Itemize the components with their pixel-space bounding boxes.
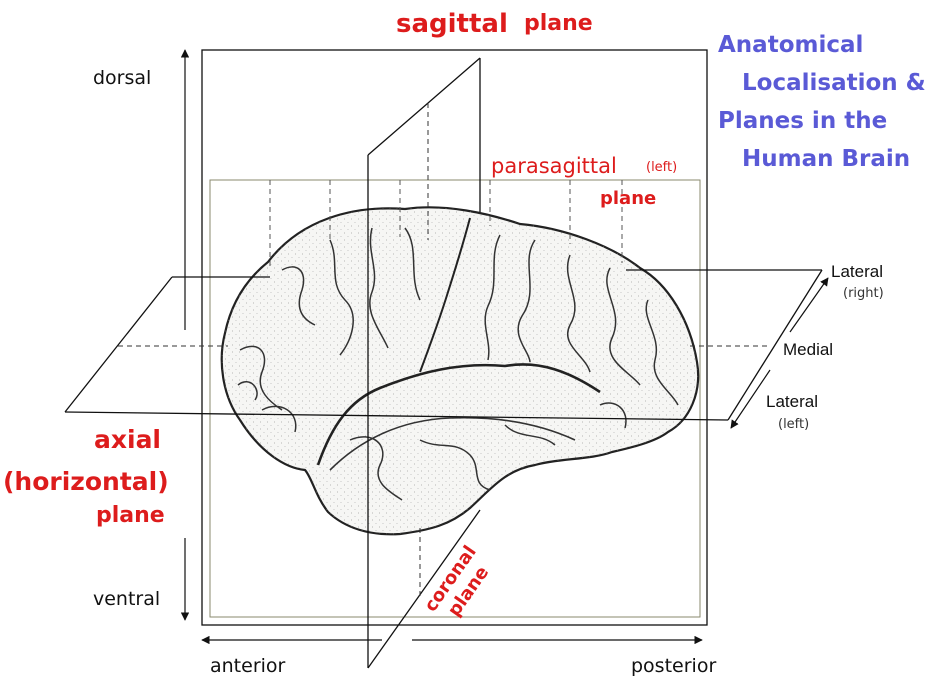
title-line-4: Human Brain <box>742 146 911 172</box>
temporal-lobe-edge <box>329 416 576 471</box>
lateral-right-label: Lateral <box>831 262 883 281</box>
central-sulcus <box>419 217 471 373</box>
coronal-frame <box>201 49 708 626</box>
sagittal-plane <box>367 57 481 669</box>
axial-plane-word: plane <box>96 503 165 528</box>
brain-lateral-view <box>220 206 700 536</box>
axial-plane <box>64 269 823 421</box>
lateral-right-arrow <box>789 277 829 333</box>
dorsal-label: dorsal <box>93 67 152 89</box>
parasagittal-plane-frame <box>209 179 701 618</box>
gyri <box>237 227 679 501</box>
parasagittal-word: parasagittal <box>491 154 617 178</box>
sagittal-word: sagittal <box>396 9 508 39</box>
lateral-left-side: (left) <box>778 417 810 432</box>
sagittal-plane-word: plane <box>524 11 593 36</box>
title-line-3: Planes in the <box>718 108 888 134</box>
title-line-2: Localisation & <box>742 70 926 96</box>
medial-label: Medial <box>783 340 834 359</box>
lateral-left-label: Lateral <box>766 392 818 411</box>
lateral-left-arrow <box>730 369 771 429</box>
coronal-plane-label: coronal plane <box>420 542 493 621</box>
horizontal-word: (horizontal) <box>3 467 169 496</box>
parasagittal-side: (left) <box>646 160 678 175</box>
lateral-right-side: (right) <box>843 286 884 301</box>
axial-word: axial <box>94 425 162 454</box>
parasagittal-plane-word: plane <box>600 188 657 209</box>
brain-stipple <box>221 207 699 535</box>
posterior-label: posterior <box>631 655 717 677</box>
figure-title: Anatomical Localisation & Planes in the … <box>718 32 926 184</box>
ventral-label: ventral <box>93 588 161 610</box>
title-line-1: Anatomical <box>718 32 864 58</box>
anterior-label: anterior <box>210 655 286 677</box>
sagittal-plane-hidden-edges <box>419 103 429 600</box>
parasagittal-dashed-lines <box>269 180 623 270</box>
